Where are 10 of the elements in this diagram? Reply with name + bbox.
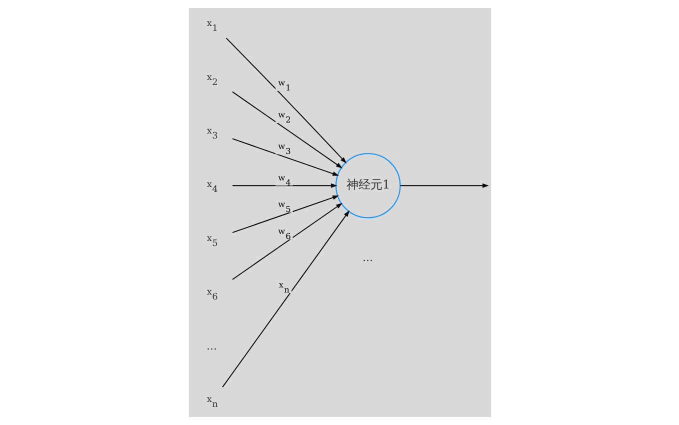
arrow: [231, 138, 339, 176]
label: …: [206, 340, 216, 353]
arrow: [222, 210, 350, 388]
label: …: [362, 252, 372, 264]
arrow: [231, 183, 337, 188]
arrow: [231, 202, 342, 280]
arrow: [231, 195, 339, 234]
arrow: [399, 183, 488, 188]
arrow: [231, 91, 342, 168]
arrow: [225, 38, 346, 164]
